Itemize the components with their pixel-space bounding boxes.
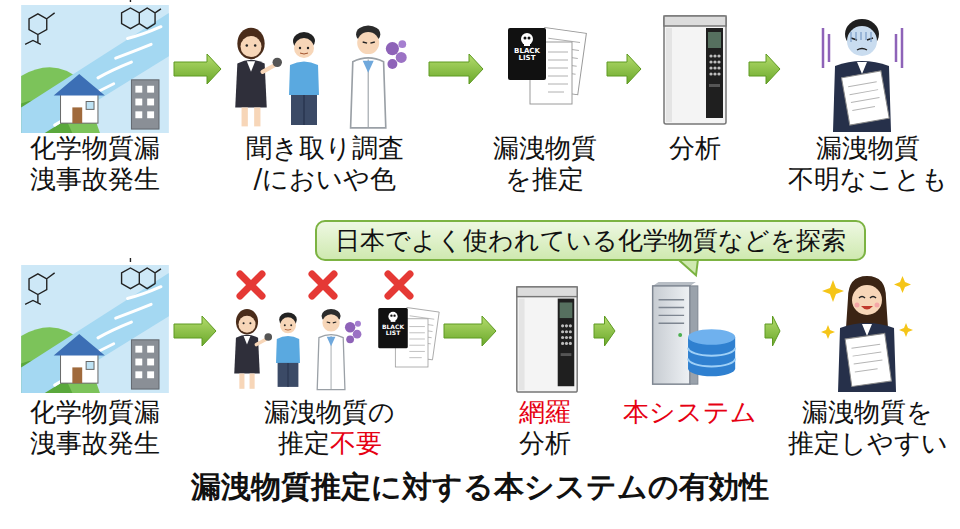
witness-figure bbox=[276, 313, 300, 387]
card-label: BLACK LIST bbox=[379, 324, 407, 337]
banner-text: 日本でよく使われている化学物質などを探索 bbox=[335, 226, 846, 255]
flow-arrow bbox=[174, 316, 216, 346]
process-step: 漏洩物質 不明なことも bbox=[784, 5, 952, 195]
step-caption: 本システム bbox=[623, 397, 757, 427]
caption-block: 漏洩物質の 推定不要 bbox=[261, 397, 399, 459]
server-database-picture bbox=[653, 282, 736, 384]
flow-arrow bbox=[429, 54, 483, 84]
step-caption: 化学物質漏 洩事故発生 bbox=[30, 133, 160, 194]
process-step: 網羅分析 bbox=[500, 265, 590, 459]
caption-block: 漏洩物質を 推定しやすい bbox=[786, 397, 950, 459]
process-step: 分析 bbox=[645, 5, 745, 164]
flow-arrow bbox=[765, 316, 780, 346]
blacklist-picture bbox=[508, 28, 586, 104]
flow-arrow bbox=[594, 316, 615, 346]
cross-mark bbox=[240, 274, 410, 296]
step-caption: 網羅 bbox=[515, 397, 575, 428]
process-step: 化学物質漏 洩事故発生 bbox=[20, 5, 170, 195]
flow-arrow bbox=[749, 54, 780, 84]
step-caption: 化学物質漏 洩事故発生 bbox=[30, 397, 160, 458]
blacklist-picture bbox=[378, 308, 439, 367]
process-step: 漏洩物質の 推定不要 bbox=[220, 265, 440, 459]
step-caption: 漏洩物質を 推定しやすい bbox=[788, 397, 948, 458]
diagram-title: 漏洩物質推定に対する本システムの有効性 bbox=[0, 468, 960, 506]
process-step: 化学物質漏 洩事故発生 bbox=[20, 265, 170, 459]
step-caption: 分析 bbox=[669, 133, 721, 163]
witness-figure bbox=[289, 32, 319, 125]
reporter-figure bbox=[235, 28, 282, 127]
analyzer-picture bbox=[517, 287, 577, 392]
flow-arrow bbox=[444, 316, 496, 346]
cross-mark-part bbox=[388, 274, 410, 296]
chemical-leak-picture bbox=[21, 0, 169, 133]
process-step: 聞き取り調査 /においや色 bbox=[225, 5, 425, 195]
caption-block: 聞き取り調査 /においや色 bbox=[242, 133, 408, 195]
process-step: 漏洩物質を 推定しやすい bbox=[784, 265, 952, 459]
caption-block: 分析 bbox=[665, 133, 725, 164]
step-caption: 分析 bbox=[515, 428, 575, 459]
caption-block: 本システム bbox=[621, 397, 759, 428]
step-caption: 漏洩物質 不明なことも bbox=[788, 133, 948, 194]
caption-block: 漏洩物質 を推定 bbox=[489, 133, 601, 195]
flow-arrow bbox=[607, 54, 641, 84]
analyzer-picture bbox=[664, 16, 726, 124]
callout-banner: 日本でよく使われている化学物質などを探索 bbox=[315, 220, 866, 261]
cross-mark-part bbox=[240, 274, 262, 296]
process-step: 漏洩物質 を推定 bbox=[487, 5, 603, 195]
caption-block: 漏洩物質 不明なことも bbox=[786, 133, 950, 195]
worried-person bbox=[823, 19, 902, 132]
cross-mark-part bbox=[312, 274, 334, 296]
caption-block: 網羅分析 bbox=[515, 397, 575, 459]
chemical-leak-picture bbox=[21, 258, 169, 393]
process-step: 本システム bbox=[619, 265, 761, 428]
expert-figure bbox=[317, 309, 361, 390]
banner-pointer bbox=[678, 259, 698, 275]
card-label: BLACK LIST bbox=[510, 48, 544, 63]
caption-block: 化学物質漏 洩事故発生 bbox=[26, 397, 164, 459]
step-caption: 漏洩物質 を推定 bbox=[493, 133, 597, 194]
reporter-figure bbox=[234, 309, 272, 389]
step-caption: 不要 bbox=[330, 428, 382, 458]
flow-arrow bbox=[174, 54, 221, 84]
step-caption: 聞き取り調査 /においや色 bbox=[246, 133, 404, 194]
expert-figure bbox=[351, 26, 407, 128]
happy-person bbox=[821, 276, 913, 392]
caption-block: 化学物質漏 洩事故発生 bbox=[26, 133, 164, 195]
